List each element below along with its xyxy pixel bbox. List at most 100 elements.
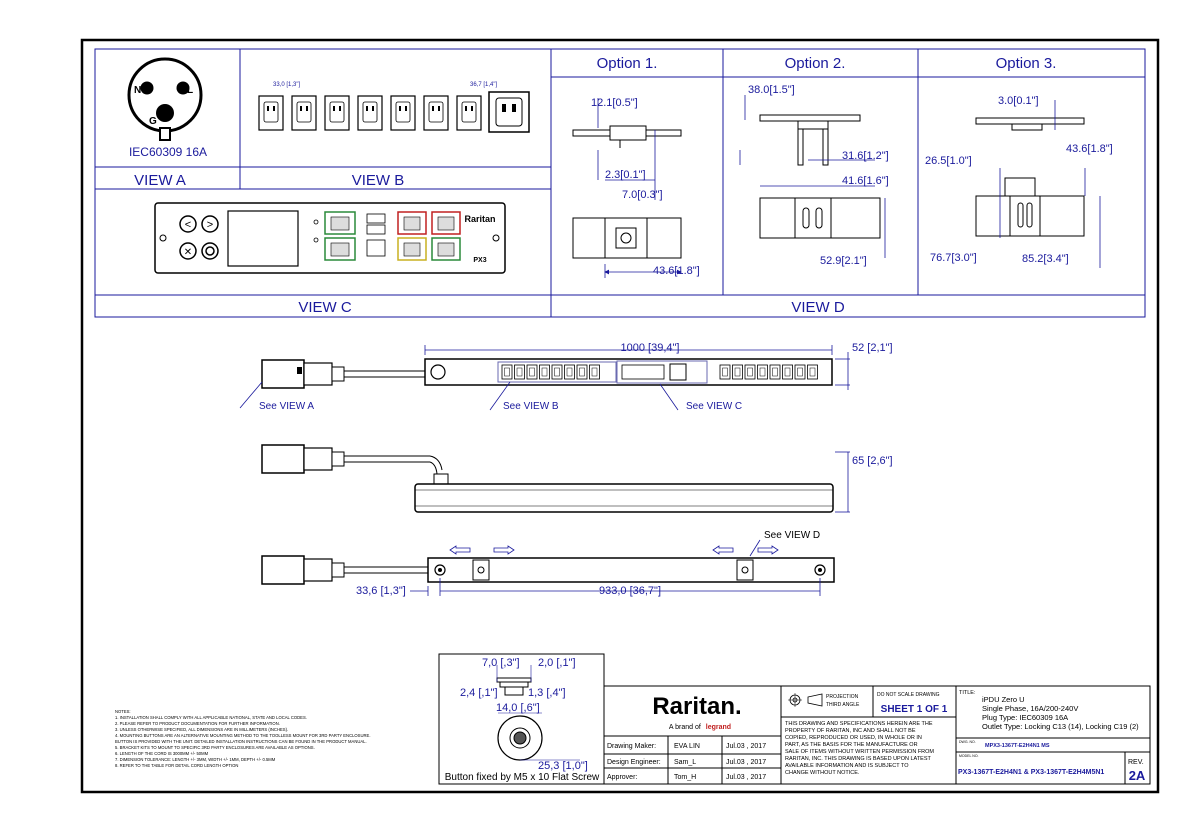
disclaimer-line: CHANGE WITHOUT NOTICE. [785,770,860,776]
projection-line-1: PROJECTION [826,694,859,700]
disclaimer-line: SALE OF ITEMS WITHOUT WRITTEN PERMISSION… [785,749,934,755]
outlet-c13-icon [456,95,482,131]
pdu-side-view [261,444,850,513]
pdu-outlet-icon [514,364,525,380]
option-1-title: Option 1. [597,55,658,72]
lcd-display [227,210,299,267]
notes-line: 4. MOUNTING BUTTONS ARE AN ALTERNATIVE M… [115,733,370,738]
views-panel [94,48,1146,318]
screw-dim-3: 2,4 [,1"] [460,687,498,699]
see-view-c-callout: See VIEW C [686,401,742,412]
row-name: EVA LIN [674,743,700,750]
option-1-dim-2: 2.3[0.1"] [605,169,646,181]
pdu-outlet-icon [576,364,588,380]
outlet-c13-icon [423,95,449,131]
disclaimer-line: PART, AS THE BASIS FOR THE MANUFACTURE O… [785,742,918,748]
dwg-number: MPX3-1367T-E2H4N1 MS [985,743,1050,749]
pin-g-label: G [149,116,157,127]
view-b-outlets [258,91,530,133]
mount-dimension: 933,0 [36,7"] [599,585,661,597]
see-view-b-callout: See VIEW B [503,401,559,412]
pdu-rear-view [261,539,835,596]
pdu-outlet-icon [744,364,756,380]
screw-dim-2: 2,0 [,1"] [538,657,576,669]
model-number: PX3-1367T-E2H4N1 & PX3-1367T-E2H4M5N1 [958,769,1104,776]
row-date: Jul.03 , 2017 [726,774,766,781]
depth-dimension: 65 [2,6"] [852,455,893,467]
pdu-outlet-icon [807,364,818,380]
see-view-a-callout: See VIEW A [259,401,314,412]
row-name: Sam_L [674,759,696,766]
row-name: Tom_H [674,774,696,781]
close-button-icon [179,242,197,260]
disclaimer-line: THIS DRAWING AND SPECIFICATIONS HEREIN A… [785,721,933,727]
outlet-c19-icon [488,91,530,133]
option-3-title: Option 3. [996,55,1057,72]
right-arrow-button [201,215,219,233]
title-line: Plug Type: IEC60309 16A [982,713,1068,722]
logo-sub-brand: legrand [706,724,731,731]
notes-heading: NOTES: [115,709,131,714]
title-block [603,685,1151,785]
width-dimension: 52 [2,1"] [852,342,893,354]
screw-dim-1: 7,0 [,3"] [482,657,520,669]
pdu-outlet-icon [782,364,793,380]
row-role: Design Engineer: [607,759,661,766]
svg-text:✕: ✕ [184,247,192,258]
rev-value: 2A [1129,768,1146,783]
raritan-logo: Raritan. [652,693,741,720]
pin-n-label: N [134,85,141,96]
row-date: Jul.03 , 2017 [726,743,766,750]
view-a-plug-face: N L G [127,57,203,141]
svg-text:>: > [207,219,213,231]
option-2-dim-2: 31.6[1.2"] [842,150,889,162]
title-line: iPDU Zero U [982,695,1025,704]
title-line: Outlet Type: Locking C13 (14), Locking C… [982,722,1139,731]
screw-caption: Button fixed by M5 x 10 Flat Screw [445,772,600,783]
pdu-outlet-icon [794,364,806,380]
pdu-outlet-icon [769,364,781,380]
pdu-outlet-icon [526,364,538,380]
offset-dimension: 33,6 [1,3"] [356,585,406,597]
outlet-c13-icon [357,95,383,131]
title-line: Single Phase, 16A/200-240V [982,704,1078,713]
notes-line: 6. LENGTH OF THE CORD IS 3000MM +/- 50MM [115,751,209,756]
mounting-button-detail [496,665,580,761]
title-label: TITLE: [959,690,976,696]
projection-line-2: THIRD ANGLE [826,702,860,708]
row-role: Drawing Maker: [607,743,656,750]
disclaimer-line: RARITAN, INC. THIS DRAWING IS BASED UPON… [785,756,932,762]
notes-line: BUTTON IS PROVIDED WITH THE UNIT. DETAIL… [115,739,367,744]
screw-dim-4: 1,3 [,4"] [528,687,566,699]
length-dimension: 1000 [39,4"] [621,342,680,354]
pdu-outlet-icon [564,364,575,380]
pdu-front-view [239,345,850,411]
outlet-c13-icon [258,95,284,131]
model-label: MODEL NO. [959,754,979,758]
option-3-dim-4: 76.7[3.0"] [930,252,977,264]
option-2-dim-1: 38.0[1.5"] [748,84,795,96]
option-2-title: Option 2. [785,55,846,72]
power-button-icon [201,242,219,260]
option-3-dim-1: 3.0[0.1"] [998,95,1039,107]
see-view-d-callout: See VIEW D [764,530,820,541]
view-c-caption: VIEW C [298,299,352,316]
pdu-outlet-icon [551,364,563,380]
option-2-dim-3: 41.6[1.6"] [842,175,889,187]
pdu-outlet-icon [539,364,550,380]
pdu-outlet-icon [732,364,743,380]
outlet-c13-icon [390,95,416,131]
notes-line: 5. BRACKET KITS TO MOUNT TO SPECIFIC 3RD… [115,745,315,750]
option-3-dim-2: 26.5[1.0"] [925,155,972,167]
outlet-c13-icon [291,95,317,131]
screw-dim-6: 25,3 [1,0"] [538,760,588,772]
row-date: Jul.03 , 2017 [726,759,766,766]
panel-model-badge: PX3 [473,257,486,264]
rev-label: REV. [1128,759,1144,766]
outlet-c13-icon [324,95,350,131]
panel-brand-logo: Raritan [464,214,495,224]
view-b-caption: VIEW B [352,172,405,189]
raritan-logo-sub: A brand of legrand [669,724,731,731]
notes-line: 7. DIMENSION TOLERANCE: LENGTH +/- 3MM, … [115,757,276,762]
